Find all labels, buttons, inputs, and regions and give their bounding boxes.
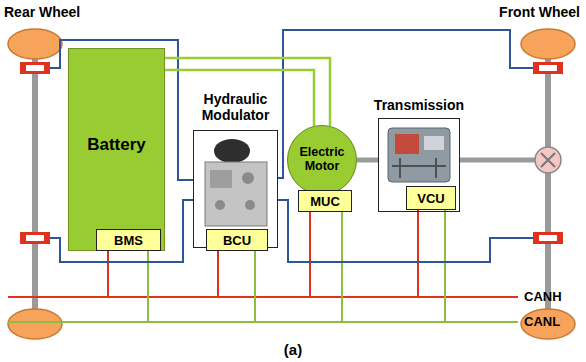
front-axle xyxy=(545,44,551,324)
differential xyxy=(541,153,555,167)
power-cable xyxy=(165,70,314,126)
drive-shaft xyxy=(460,158,536,163)
brake-caliper xyxy=(26,235,44,241)
differential xyxy=(535,147,561,173)
can-low-bus xyxy=(8,321,518,323)
figure-caption: (a) xyxy=(0,341,586,358)
control-unit-box: VCU xyxy=(406,186,456,210)
battery-box: BatteryBMS xyxy=(68,48,165,251)
brake-caliper xyxy=(26,65,44,71)
engine-pipe xyxy=(392,158,446,178)
valve-port xyxy=(245,200,255,210)
box-label: BCU xyxy=(223,233,251,248)
brake-caliper xyxy=(539,65,557,71)
power-cable xyxy=(165,58,330,126)
valve-block xyxy=(210,170,232,188)
control-unit-box: BMS xyxy=(96,229,161,251)
can-high-bus xyxy=(8,296,518,298)
wheel xyxy=(8,309,62,339)
accumulator xyxy=(214,139,250,163)
box-label: Battery xyxy=(69,135,164,155)
brake-caliper xyxy=(539,235,557,241)
can-low-drop xyxy=(254,250,256,322)
brake-caliper xyxy=(20,232,50,244)
can-low-drop xyxy=(147,250,149,322)
box-label: Electric Motor xyxy=(291,146,353,174)
modulator-box: Hydraulic ModulatorBCU xyxy=(193,130,278,248)
brake-caliper xyxy=(20,62,50,74)
part-name: Front Wheel xyxy=(499,4,580,20)
box-label: VCU xyxy=(417,191,444,206)
transmission-box: TransmissionVCU xyxy=(378,118,460,212)
can-high-drop xyxy=(309,212,311,297)
valve-block xyxy=(205,162,267,226)
box-heading: Hydraulic Modulator xyxy=(190,91,282,123)
can-high-drop xyxy=(217,250,219,297)
valve-port xyxy=(242,172,254,184)
wheel xyxy=(521,29,575,59)
box-label: MUC xyxy=(310,194,340,209)
engine-block xyxy=(395,134,419,154)
box-heading: Transmission xyxy=(373,97,465,113)
brake-caliper xyxy=(533,232,563,244)
can-high-drop xyxy=(417,209,419,297)
control-unit-box: BCU xyxy=(206,229,268,251)
control-unit-box: MUC xyxy=(298,190,352,212)
wheel xyxy=(8,29,62,59)
motor-circle: Electric Motor xyxy=(287,125,357,195)
engine-block xyxy=(388,128,450,182)
signal-name: CANH xyxy=(524,289,562,304)
can-high-drop xyxy=(107,250,109,297)
rear-axle xyxy=(32,44,38,324)
part-name: Rear Wheel xyxy=(4,4,80,20)
valve-port xyxy=(215,200,225,210)
can-low-drop xyxy=(444,209,446,322)
box-label: BMS xyxy=(114,233,143,248)
brake-caliper xyxy=(533,62,563,74)
drive-shaft xyxy=(357,158,378,163)
wheel xyxy=(521,309,575,339)
signal-name: CANL xyxy=(524,314,560,329)
engine-block xyxy=(424,136,444,150)
can-low-drop xyxy=(341,212,343,322)
